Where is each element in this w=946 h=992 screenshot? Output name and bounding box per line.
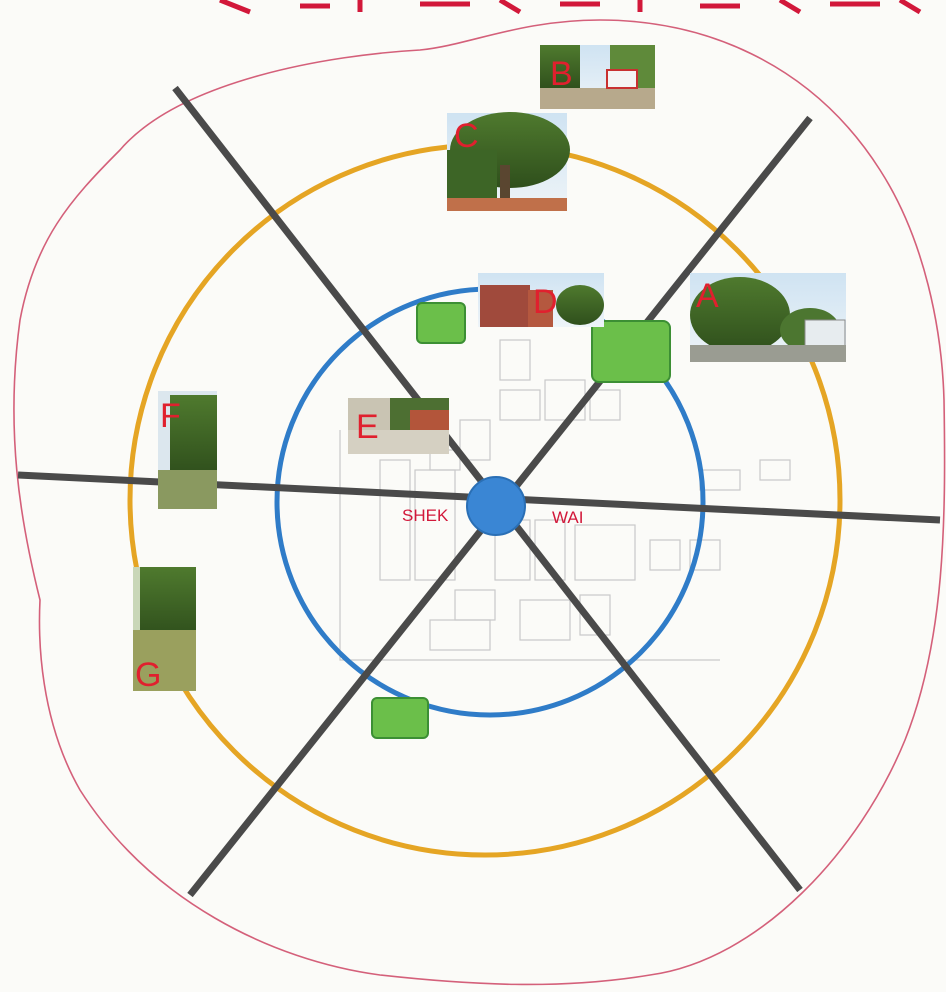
center-label-shek: SHEK — [402, 506, 449, 525]
center-label-wai: WAI — [552, 508, 583, 527]
photo-label-f: F — [160, 397, 181, 435]
green-marker-icon — [591, 320, 671, 383]
photo-label-d: D — [533, 283, 558, 321]
photo-thumbnail-f: F — [158, 391, 217, 509]
green-markers — [371, 302, 671, 739]
header-fragment — [219, 0, 922, 15]
green-marker-icon — [371, 697, 429, 739]
outer-boundary — [13, 19, 946, 986]
photo-label-b: B — [550, 55, 573, 93]
photo-thumbnail-d: D — [478, 273, 604, 327]
photo-label-g: G — [135, 656, 161, 694]
photo-label-e: E — [356, 408, 379, 446]
photo-thumbnail-b: B — [540, 45, 655, 109]
green-marker-icon — [416, 302, 466, 344]
center-dot-icon — [466, 476, 526, 536]
photo-label-a: A — [696, 277, 719, 315]
photo-thumbnail-a: A — [690, 273, 846, 362]
photo-thumbnail-g: G — [133, 567, 196, 694]
photo-label-c: C — [454, 117, 479, 155]
photo-thumbnail-c: C — [447, 112, 570, 211]
photo-thumbnail-e: E — [348, 398, 449, 454]
